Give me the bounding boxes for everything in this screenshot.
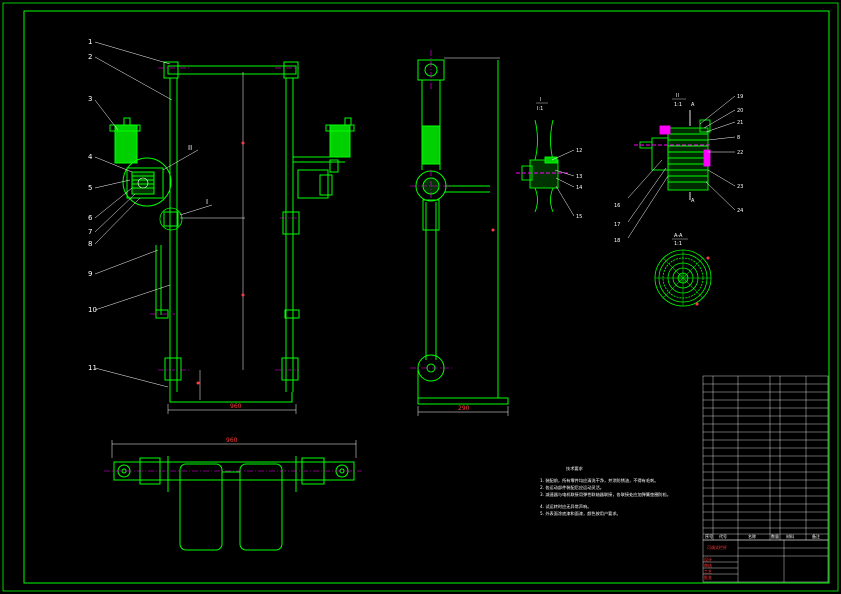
detail-i-region [159, 207, 183, 231]
note-line-3: 3. 减速器与电机联接用弹性联轴器联接，各联接处应加弹簧垫圈防松。 [540, 491, 671, 498]
callout-7: 7 [88, 228, 92, 236]
section-i-callout-13: 13 [576, 174, 582, 180]
callout-10: 10 [88, 306, 97, 314]
bottom-left-hinge [164, 357, 182, 381]
callout-6: 6 [88, 214, 93, 222]
section-i-callout-14: 14 [576, 185, 582, 191]
note-line-1: 1. 装配前，所有零件均应清洗干净，并涂防锈油，不得有毛刺。 [540, 477, 658, 484]
section-i-title: I [540, 97, 541, 103]
top-left-hinge [163, 61, 179, 79]
bom-header-remark: 备注 [812, 533, 820, 539]
top-right-hinge [283, 61, 299, 79]
section-i-scale: I:1 [537, 106, 543, 112]
front-width-dimension: 960 [230, 403, 242, 410]
section-ii-scale: 1:1 [674, 102, 682, 108]
left-motor [109, 117, 141, 164]
section-i-view: I I:1 12 13 14 15 [516, 97, 582, 220]
section-a-a-scale: 1:1 [674, 241, 682, 247]
section-ii-callout-22: 22 [737, 150, 743, 156]
section-ii-title: II [676, 93, 679, 99]
detail-callout-i: I [206, 198, 208, 206]
section-ii-callout-20: 20 [737, 108, 743, 114]
callout-11: 11 [88, 364, 97, 372]
base-foot [169, 392, 293, 403]
bom-header-code: 代号 [719, 533, 727, 539]
section-i-callout-12: 12 [576, 148, 582, 154]
section-ii-arrow-label: A [691, 102, 695, 108]
section-ii-callout-24: 24 [737, 208, 743, 214]
notes-title: 技术要求 [566, 465, 584, 472]
plan-view [113, 456, 355, 551]
bom-header-name: 名称 [748, 533, 756, 539]
section-ii-arrow-label-bottom: A [691, 198, 695, 204]
top-crossbar [167, 65, 297, 75]
callout-4: 4 [88, 153, 93, 161]
front-view-callout-labels: 1 2 3 4 5 6 7 8 9 10 11 II I [88, 38, 208, 372]
section-ii-callout-17: 17 [614, 222, 620, 228]
callout-1: 1 [88, 38, 92, 46]
section-ii-callout-21: 21 [737, 120, 743, 126]
detail-callout-ii: II [188, 144, 192, 152]
callout-5: 5 [88, 184, 92, 192]
front-view-callouts [94, 41, 213, 388]
section-ii-callout-23: 23 [737, 184, 743, 190]
plan-width-dimension: 960 [226, 437, 238, 444]
bottom-right-hinge [281, 357, 299, 381]
callout-2: 2 [88, 53, 92, 61]
bom-header-index: 序号 [705, 533, 713, 539]
side-base-dimension: 290 [458, 405, 470, 412]
bom-header-material: 材料 [786, 533, 794, 539]
note-line-2: 2. 各运动部件装配后应运动灵活。 [540, 484, 604, 491]
detail-ii-region [122, 157, 172, 207]
front-view [155, 61, 345, 403]
bom-header-qty: 数量 [771, 533, 779, 539]
callout-8: 8 [88, 240, 92, 248]
bill-of-materials [702, 375, 829, 541]
callout-3: 3 [88, 95, 92, 103]
section-ii-callout-16: 16 [614, 203, 620, 209]
front-view-dimensions [167, 72, 297, 414]
section-ii-callout-8: 8 [737, 135, 740, 141]
title-block-row-review: 审核 [704, 562, 712, 568]
section-a-a-view: A-A 1:1 [654, 233, 712, 307]
right-motor [325, 117, 355, 158]
note-line-5: 5. 外表面涂底漆和面漆，颜色按用户要求。 [540, 510, 621, 517]
title-block-row-process: 工艺 [704, 569, 712, 574]
callout-9: 9 [88, 270, 92, 278]
section-ii-callout-18: 18 [614, 238, 620, 244]
section-i-callout-15: 15 [576, 214, 582, 220]
title-block-drawing-name: 可调式栏杆 [707, 544, 727, 550]
title-block-row-approve: 批准 [704, 574, 712, 580]
note-line-4: 4. 试运转时应无异常声响。 [540, 503, 591, 510]
side-view [415, 59, 509, 405]
inner-border [23, 10, 830, 584]
section-ii-view: II 1:1 A A [614, 93, 743, 244]
bom-header-row: 序号 代号 名称 数量 材料 备注 [705, 533, 820, 539]
title-block [702, 539, 829, 583]
technical-notes: 技术要求 1. 装配前，所有零件均应清洗干净，并涂防锈油，不得有毛刺。 2. 各… [540, 465, 671, 517]
section-a-a-title: A-A [674, 233, 683, 239]
section-ii-callout-19: 19 [737, 94, 743, 100]
title-block-row-design: 设计 [704, 556, 712, 562]
